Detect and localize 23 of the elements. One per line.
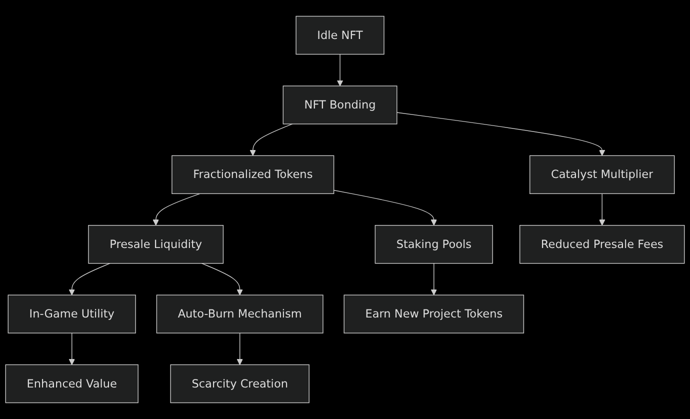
node-box: Fractionalized Tokens [172, 155, 334, 194]
arrow [201, 263, 243, 296]
arrow [333, 190, 437, 226]
node-box: Reduced Presale Fees [519, 224, 685, 264]
arrow [236, 332, 243, 366]
arrow [430, 263, 437, 296]
node-box: Staking Pools [374, 224, 493, 264]
arrow [68, 263, 110, 296]
node-box: NFT Bonding [282, 86, 398, 124]
node-box: In-Game Utility [8, 294, 136, 334]
arrow [336, 54, 344, 86]
arrow [68, 332, 75, 366]
node-box: Scarcity Creation [170, 364, 310, 404]
node-box: Presale Liquidity [88, 224, 224, 264]
node-box: Auto-Burn Mechanism [156, 294, 324, 334]
node-box: Catalyst Multiplier [530, 155, 675, 194]
arrow [152, 193, 200, 226]
node-box: Enhanced Value [5, 364, 138, 404]
arrow [250, 124, 293, 156]
arrow [396, 112, 606, 156]
node-box: Idle NFT [296, 16, 384, 55]
node-box: Earn New Project Tokens [344, 294, 524, 334]
arrow [599, 193, 606, 226]
